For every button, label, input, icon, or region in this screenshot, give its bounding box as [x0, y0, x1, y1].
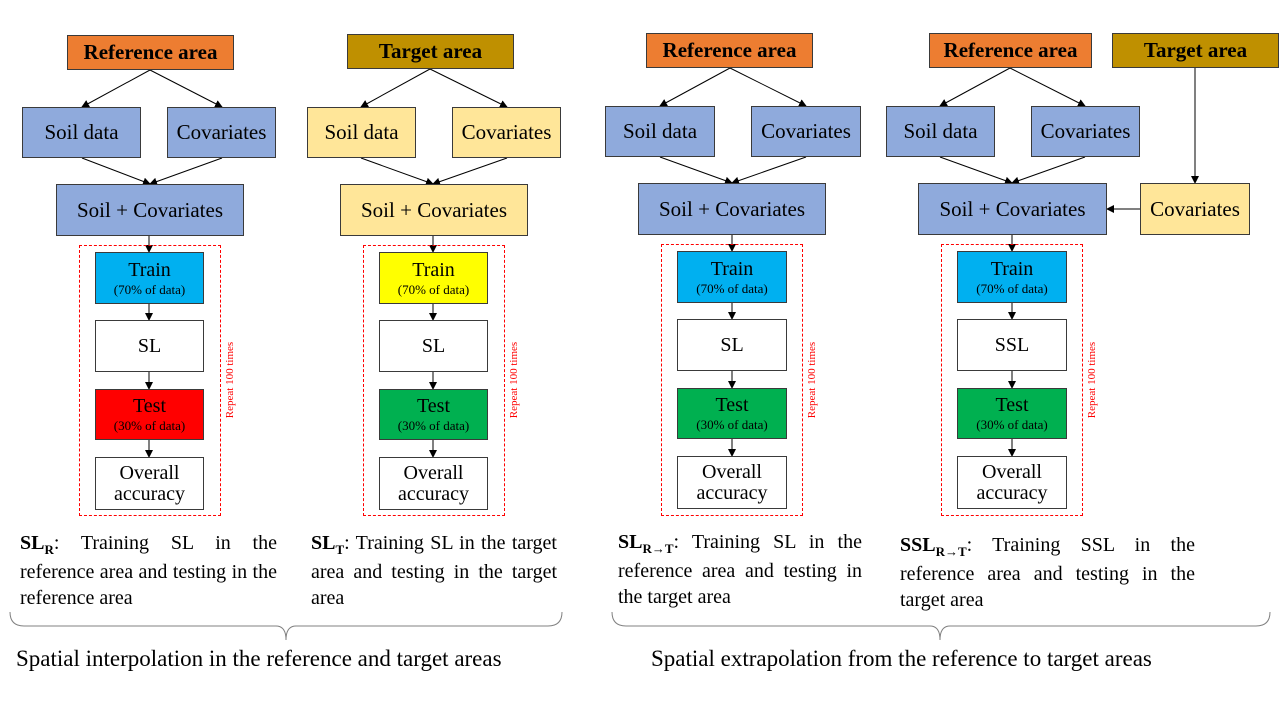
repeat-label: Repeat 100 times: [806, 341, 818, 419]
overall-accuracy-box: Overall accuracy: [957, 456, 1067, 509]
caption-text: : Training SSL in the reference area and…: [900, 534, 1195, 611]
soil-covariates-box: Soil + Covariates: [340, 184, 528, 236]
target-area-box: Target area: [1112, 33, 1279, 68]
test-fraction: (30% of data): [397, 418, 470, 434]
overall-accuracy-box: Overall accuracy: [95, 457, 204, 510]
train-label: Train: [412, 258, 455, 281]
test-label: Test: [132, 395, 167, 418]
reference-area-box: Reference area: [646, 33, 813, 68]
caption-symbol: SL: [20, 532, 45, 554]
caption-subscript: T: [335, 542, 345, 557]
soil-data-box: Soil data: [307, 107, 416, 158]
covariates-box: Covariates: [751, 106, 861, 157]
covariates-box: Covariates: [1031, 106, 1140, 157]
test-box: Test (30% of data): [957, 388, 1067, 439]
caption-symbol: SL: [618, 531, 643, 553]
test-fraction: (30% of data): [113, 418, 186, 434]
covariates-box: Covariates: [452, 107, 561, 158]
covariates-box: Covariates: [167, 107, 276, 158]
soil-covariates-box: Soil + Covariates: [638, 183, 826, 235]
repeat-frame: [661, 244, 803, 516]
caption-sl-t: SLT: Training SL in the target area and …: [311, 530, 557, 611]
caption-symbol: SSL: [900, 534, 936, 556]
extrapolation-footer: Spatial extrapolation from the reference…: [651, 646, 1152, 671]
caption-subscript: R→T: [642, 541, 674, 556]
train-fraction: (70% of data): [113, 281, 186, 297]
train-box: Train (70% of data): [95, 252, 204, 304]
repeat-frame: [363, 245, 505, 516]
overall-accuracy-box: Overall accuracy: [379, 457, 488, 510]
caption-text: : Training SL in the reference area and …: [618, 531, 862, 608]
interpolation-footer: Spatial interpolation in the reference a…: [16, 646, 502, 671]
target-area-box: Target area: [347, 34, 514, 69]
caption-subscript: R→T: [935, 544, 967, 559]
caption-subscript: R: [44, 542, 54, 557]
train-fraction: (70% of data): [696, 280, 768, 296]
soil-data-box: Soil data: [605, 106, 715, 157]
test-box: Test (30% of data): [677, 388, 787, 439]
caption-symbol: SL: [311, 532, 336, 554]
model-box: SL: [379, 320, 488, 372]
test-fraction: (30% of data): [696, 417, 768, 433]
soil-covariates-box: Soil + Covariates: [918, 183, 1107, 235]
reference-area-box: Reference area: [929, 33, 1092, 68]
train-fraction: (70% of data): [397, 281, 470, 297]
caption-sl-r-to-t: SLR→T: Training SL in the reference area…: [618, 529, 862, 610]
model-box: SL: [95, 320, 204, 372]
caption-ssl-r-to-t: SSLR→T: Training SSL in the reference ar…: [900, 532, 1195, 613]
train-box: Train (70% of data): [379, 252, 488, 304]
caption-sl-r: SLR: Training SL in the reference area a…: [20, 530, 277, 611]
soil-data-box: Soil data: [886, 106, 995, 157]
soil-covariates-box: Soil + Covariates: [56, 184, 244, 236]
train-box: Train (70% of data): [677, 251, 787, 303]
test-label: Test: [416, 395, 451, 418]
repeat-label: Repeat 100 times: [1086, 341, 1098, 419]
test-fraction: (30% of data): [976, 417, 1048, 433]
test-label: Test: [715, 394, 749, 417]
train-label: Train: [990, 257, 1034, 280]
overall-accuracy-box: Overall accuracy: [677, 456, 787, 509]
model-box: SL: [677, 319, 787, 371]
train-box: Train (70% of data): [957, 251, 1067, 303]
reference-area-box: Reference area: [67, 35, 234, 70]
test-box: Test (30% of data): [379, 389, 488, 440]
target-covariates-box: Covariates: [1140, 183, 1250, 235]
model-box: SSL: [957, 319, 1067, 371]
train-label: Train: [710, 257, 754, 280]
soil-data-box: Soil data: [22, 107, 141, 158]
test-box: Test (30% of data): [95, 389, 204, 440]
train-fraction: (70% of data): [976, 280, 1048, 296]
repeat-frame: [79, 245, 221, 516]
test-label: Test: [995, 394, 1029, 417]
caption-text: : Training SL in the reference area and …: [20, 532, 277, 609]
repeat-frame: [941, 244, 1083, 516]
repeat-label: Repeat 100 times: [508, 341, 520, 419]
caption-text: : Training SL in the target area and tes…: [311, 532, 557, 609]
repeat-label: Repeat 100 times: [224, 341, 236, 419]
train-label: Train: [128, 258, 171, 281]
